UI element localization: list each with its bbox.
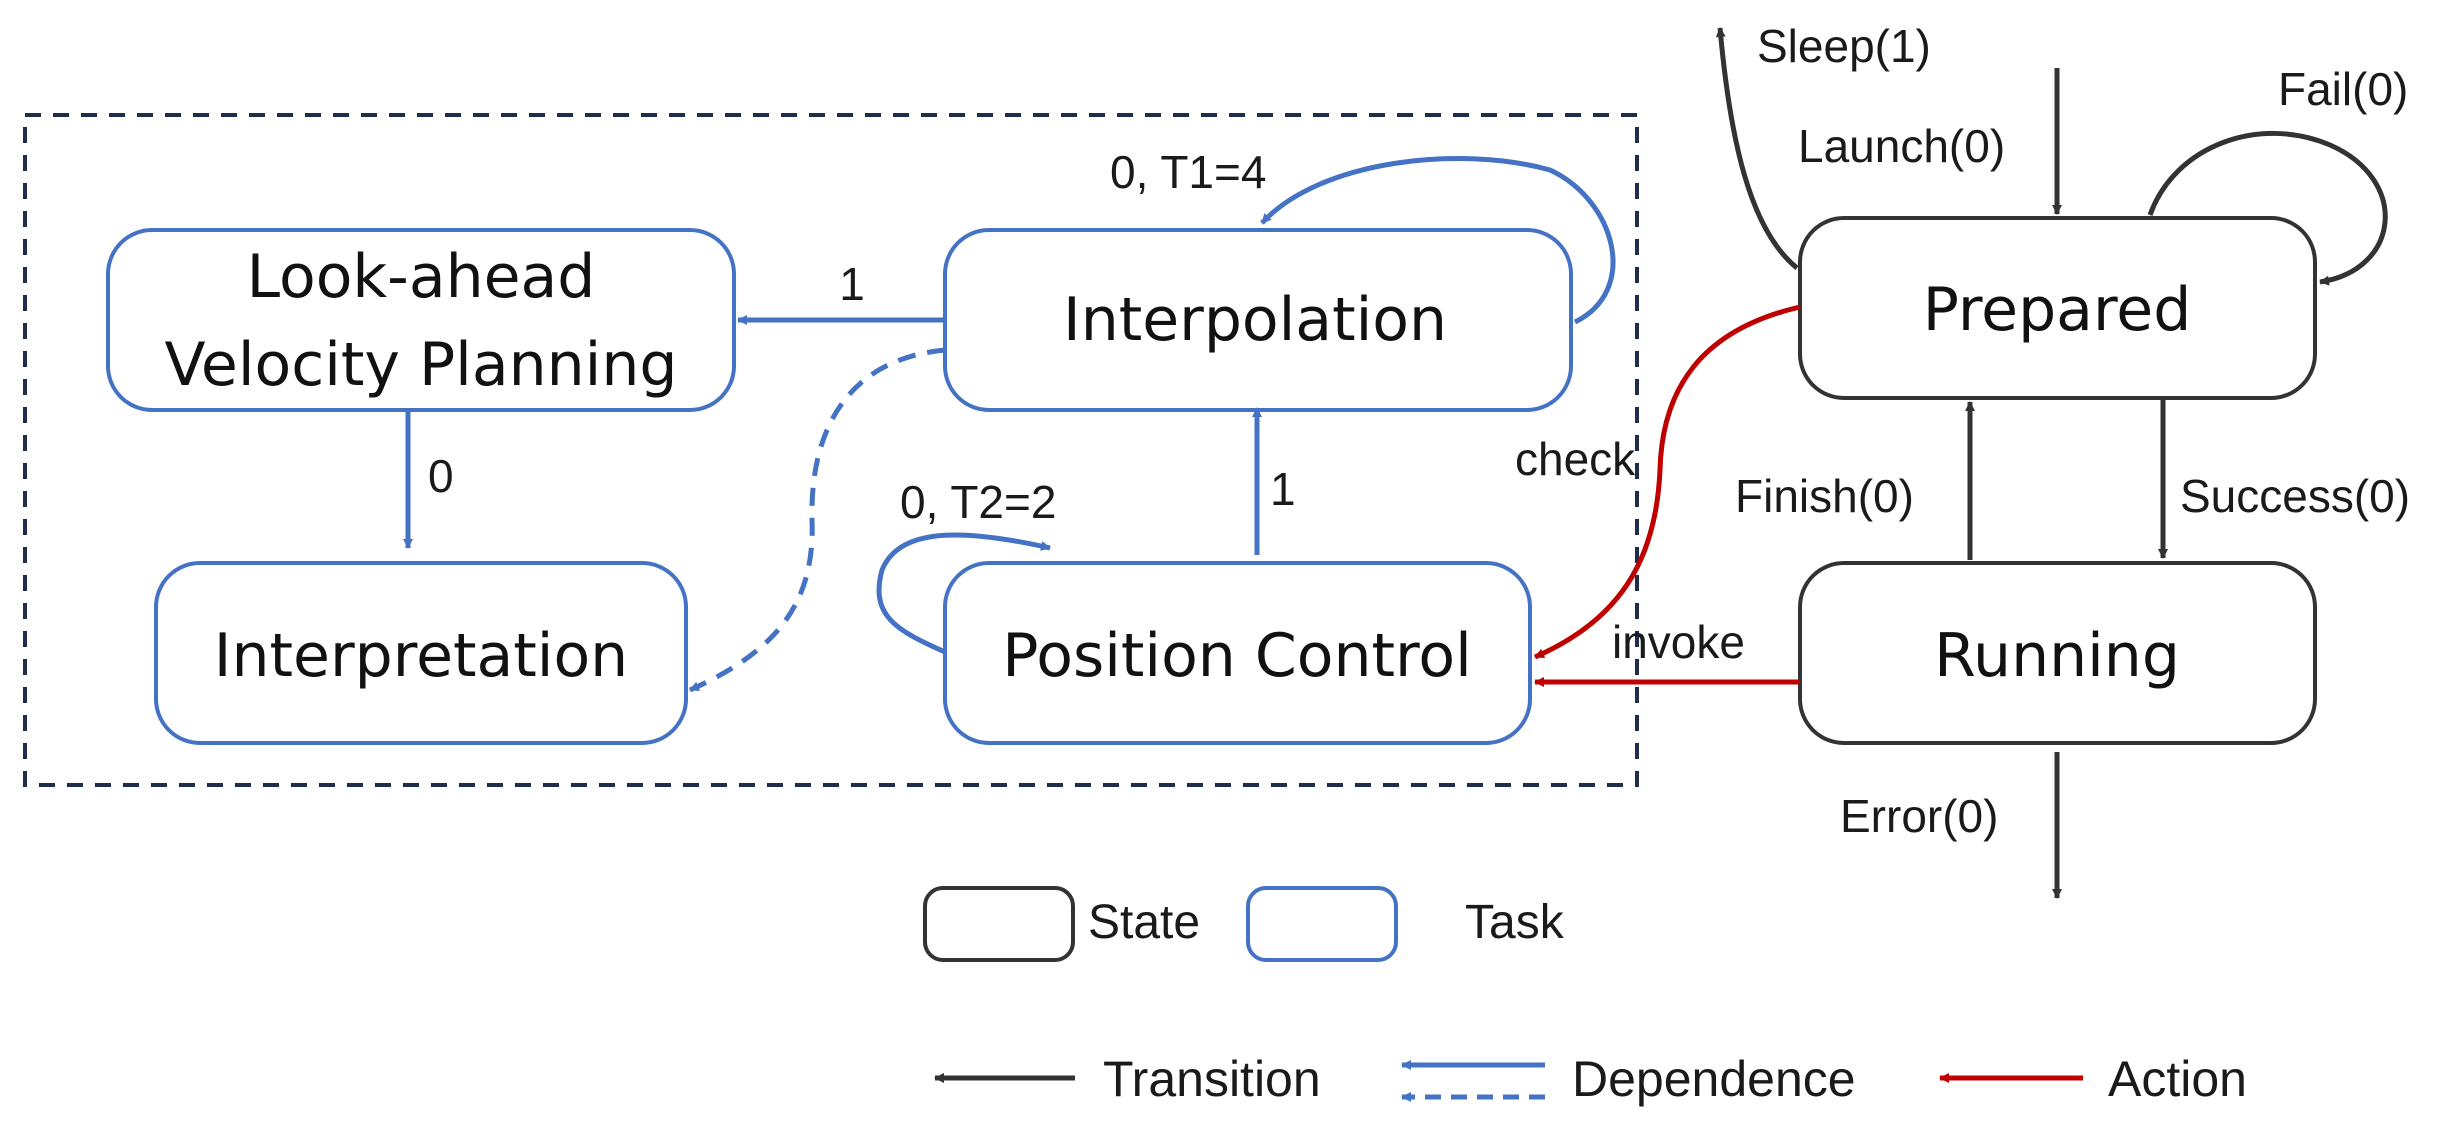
legend-transition: Transition [934,1051,1321,1107]
legend-task: Task [1246,886,1565,962]
legend-state-label: State [1088,896,1200,949]
task-interpretation-label: Interpretation [214,621,628,691]
label-t1: 0, T1=4 [1110,146,1266,198]
legend-dependence: Dependence [1401,1051,1856,1107]
task-node-interpretation: Interpretation [154,561,688,745]
label-interp-to-lookahead: 1 [839,258,865,310]
task-lookahead-line2: Velocity Planning [165,330,678,400]
legend-state-swatch [923,886,1075,962]
legend-task-swatch [1246,886,1398,962]
legend-dependence-label: Dependence [1572,1051,1856,1107]
label-t2: 0, T2=2 [900,476,1056,528]
label-sleep: Sleep(1) [1757,20,1931,72]
label-finish: Finish(0) [1735,470,1914,522]
task-node-position-control: Position Control [943,561,1532,745]
label-check: check [1515,433,1636,485]
legend-transition-label: Transition [1103,1051,1321,1107]
label-launch: Launch(0) [1798,120,2005,172]
label-invoke: invoke [1612,616,1745,668]
label-fail: Fail(0) [2278,63,2408,115]
edge-sleep [1715,27,1799,270]
label-lookahead-to-interpretation: 0 [428,450,454,502]
task-node-interpolation: Interpolation [943,228,1573,412]
edge-action-check [1534,304,1801,660]
task-node-lookahead: Look-ahead Velocity Planning [106,228,736,412]
task-group-frame [23,113,1639,787]
edge-fail-self-loop [2147,130,2388,286]
task-interpolation-label: Interpolation [1063,285,1447,355]
edge-interp-self-loop [1260,156,1616,325]
label-error: Error(0) [1840,790,1998,842]
state-node-prepared: Prepared [1798,216,2317,400]
state-node-running: Running [1798,561,2317,745]
task-position-control-label: Position Control [1002,621,1472,691]
legend-task-label: Task [1465,896,1565,949]
legend-action: Action [1939,1051,2247,1107]
edge-pos-self-loop [876,532,1051,655]
edge-interp-to-interpretation-dashed [688,347,946,693]
state-prepared-label: Prepared [1923,275,2192,345]
legend-state: State [923,886,1200,962]
task-lookahead-line1: Look-ahead [247,242,596,312]
label-pos-to-interp: 1 [1270,463,1296,515]
legend-action-label: Action [2108,1051,2247,1107]
label-success: Success(0) [2180,470,2410,522]
state-running-label: Running [1934,621,2180,691]
